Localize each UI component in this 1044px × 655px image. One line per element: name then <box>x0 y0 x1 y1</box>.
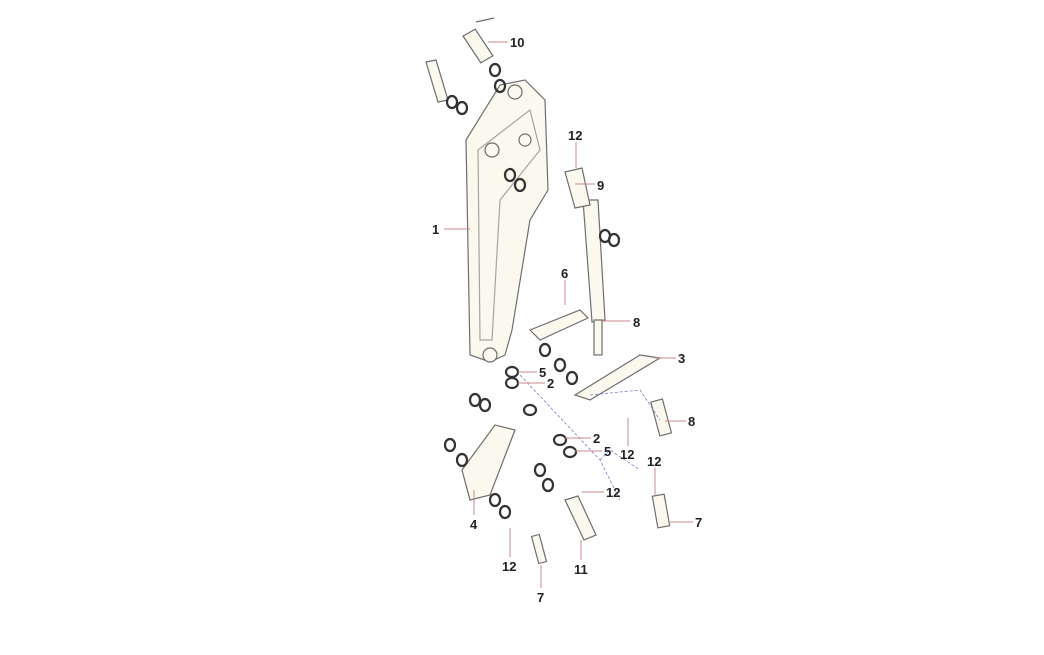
callout-2: 2 <box>593 431 600 446</box>
callout-11: 11 <box>574 562 588 577</box>
callout-12: 12 <box>606 485 620 500</box>
callout-7: 7 <box>695 515 702 530</box>
callout-10: 10 <box>510 35 524 50</box>
callouts: 10 12 9 1 6 8 3 5 2 8 12 2 5 12 12 7 4 1… <box>432 35 702 605</box>
callout-8: 8 <box>688 414 695 429</box>
callout-12: 12 <box>647 454 661 469</box>
callout-12: 12 <box>502 559 516 574</box>
callout-6: 6 <box>561 266 568 281</box>
callout-8: 8 <box>633 315 640 330</box>
callout-12: 12 <box>620 447 634 462</box>
callout-4: 4 <box>470 517 478 532</box>
pins-and-bushings <box>425 17 673 565</box>
callout-1: 1 <box>432 222 439 237</box>
arm-part <box>465 79 549 363</box>
callout-12: 12 <box>568 128 582 143</box>
callout-3: 3 <box>678 351 685 366</box>
callout-5: 5 <box>604 444 611 459</box>
callout-9: 9 <box>597 178 604 193</box>
callout-2: 2 <box>547 376 554 391</box>
callout-5: 5 <box>539 365 546 380</box>
callout-7: 7 <box>537 590 544 605</box>
